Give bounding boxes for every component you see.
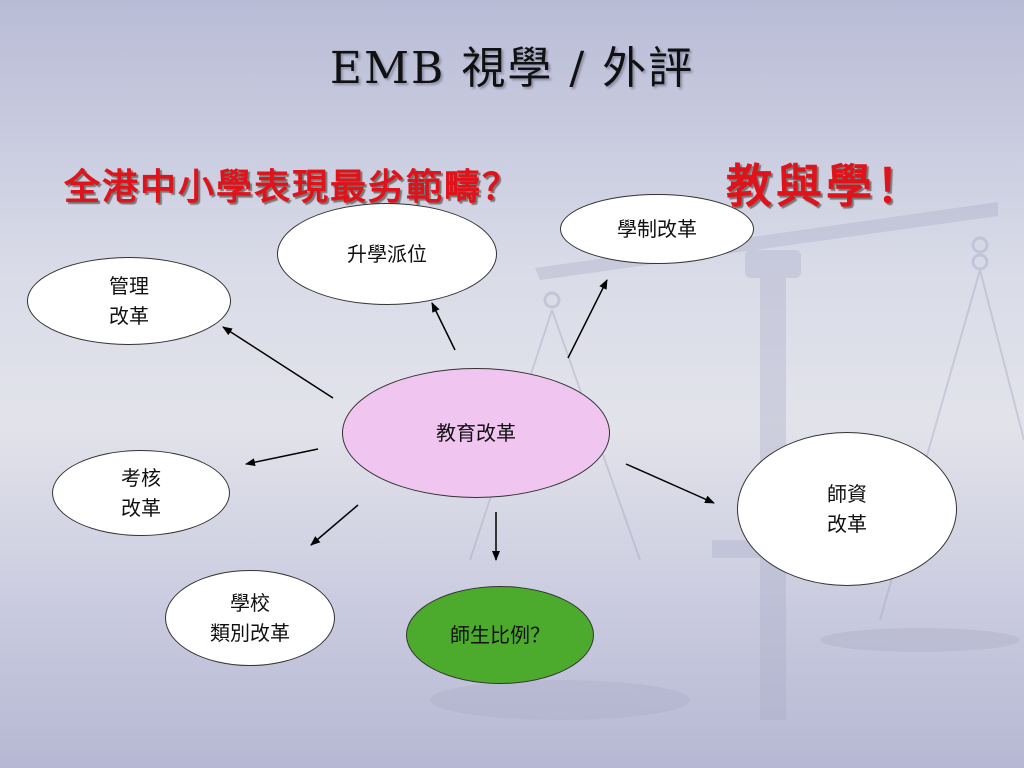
node-school-type: 學校 類別改革 bbox=[165, 570, 335, 666]
slide-subtitle-question: 全港中小學表現最劣範疇？ bbox=[64, 166, 521, 208]
arrow-to-academic-structure bbox=[567, 279, 608, 359]
arrow-to-management bbox=[222, 326, 334, 399]
node-admission: 升學派位 bbox=[277, 203, 497, 305]
diagram-center-node: 教育改革 bbox=[342, 368, 610, 498]
arrow-to-teacher-quality bbox=[625, 463, 715, 504]
arrow-to-admission bbox=[431, 302, 456, 351]
node-academic-structure: 學制改革 bbox=[560, 194, 754, 264]
slide-title: EMB 視學 / 外評 bbox=[329, 43, 695, 94]
node-teacher-quality: 師資 改革 bbox=[737, 432, 957, 586]
node-teacher-student-ratio: 師生比例？ bbox=[406, 586, 594, 684]
slide-subtitle-answer: 教與學！ bbox=[726, 159, 926, 213]
node-assessment: 考核 改革 bbox=[52, 450, 230, 536]
node-management: 管理 改革 bbox=[27, 257, 231, 345]
arrow-to-assessment bbox=[245, 448, 319, 467]
arrow-to-school-type bbox=[310, 504, 359, 546]
